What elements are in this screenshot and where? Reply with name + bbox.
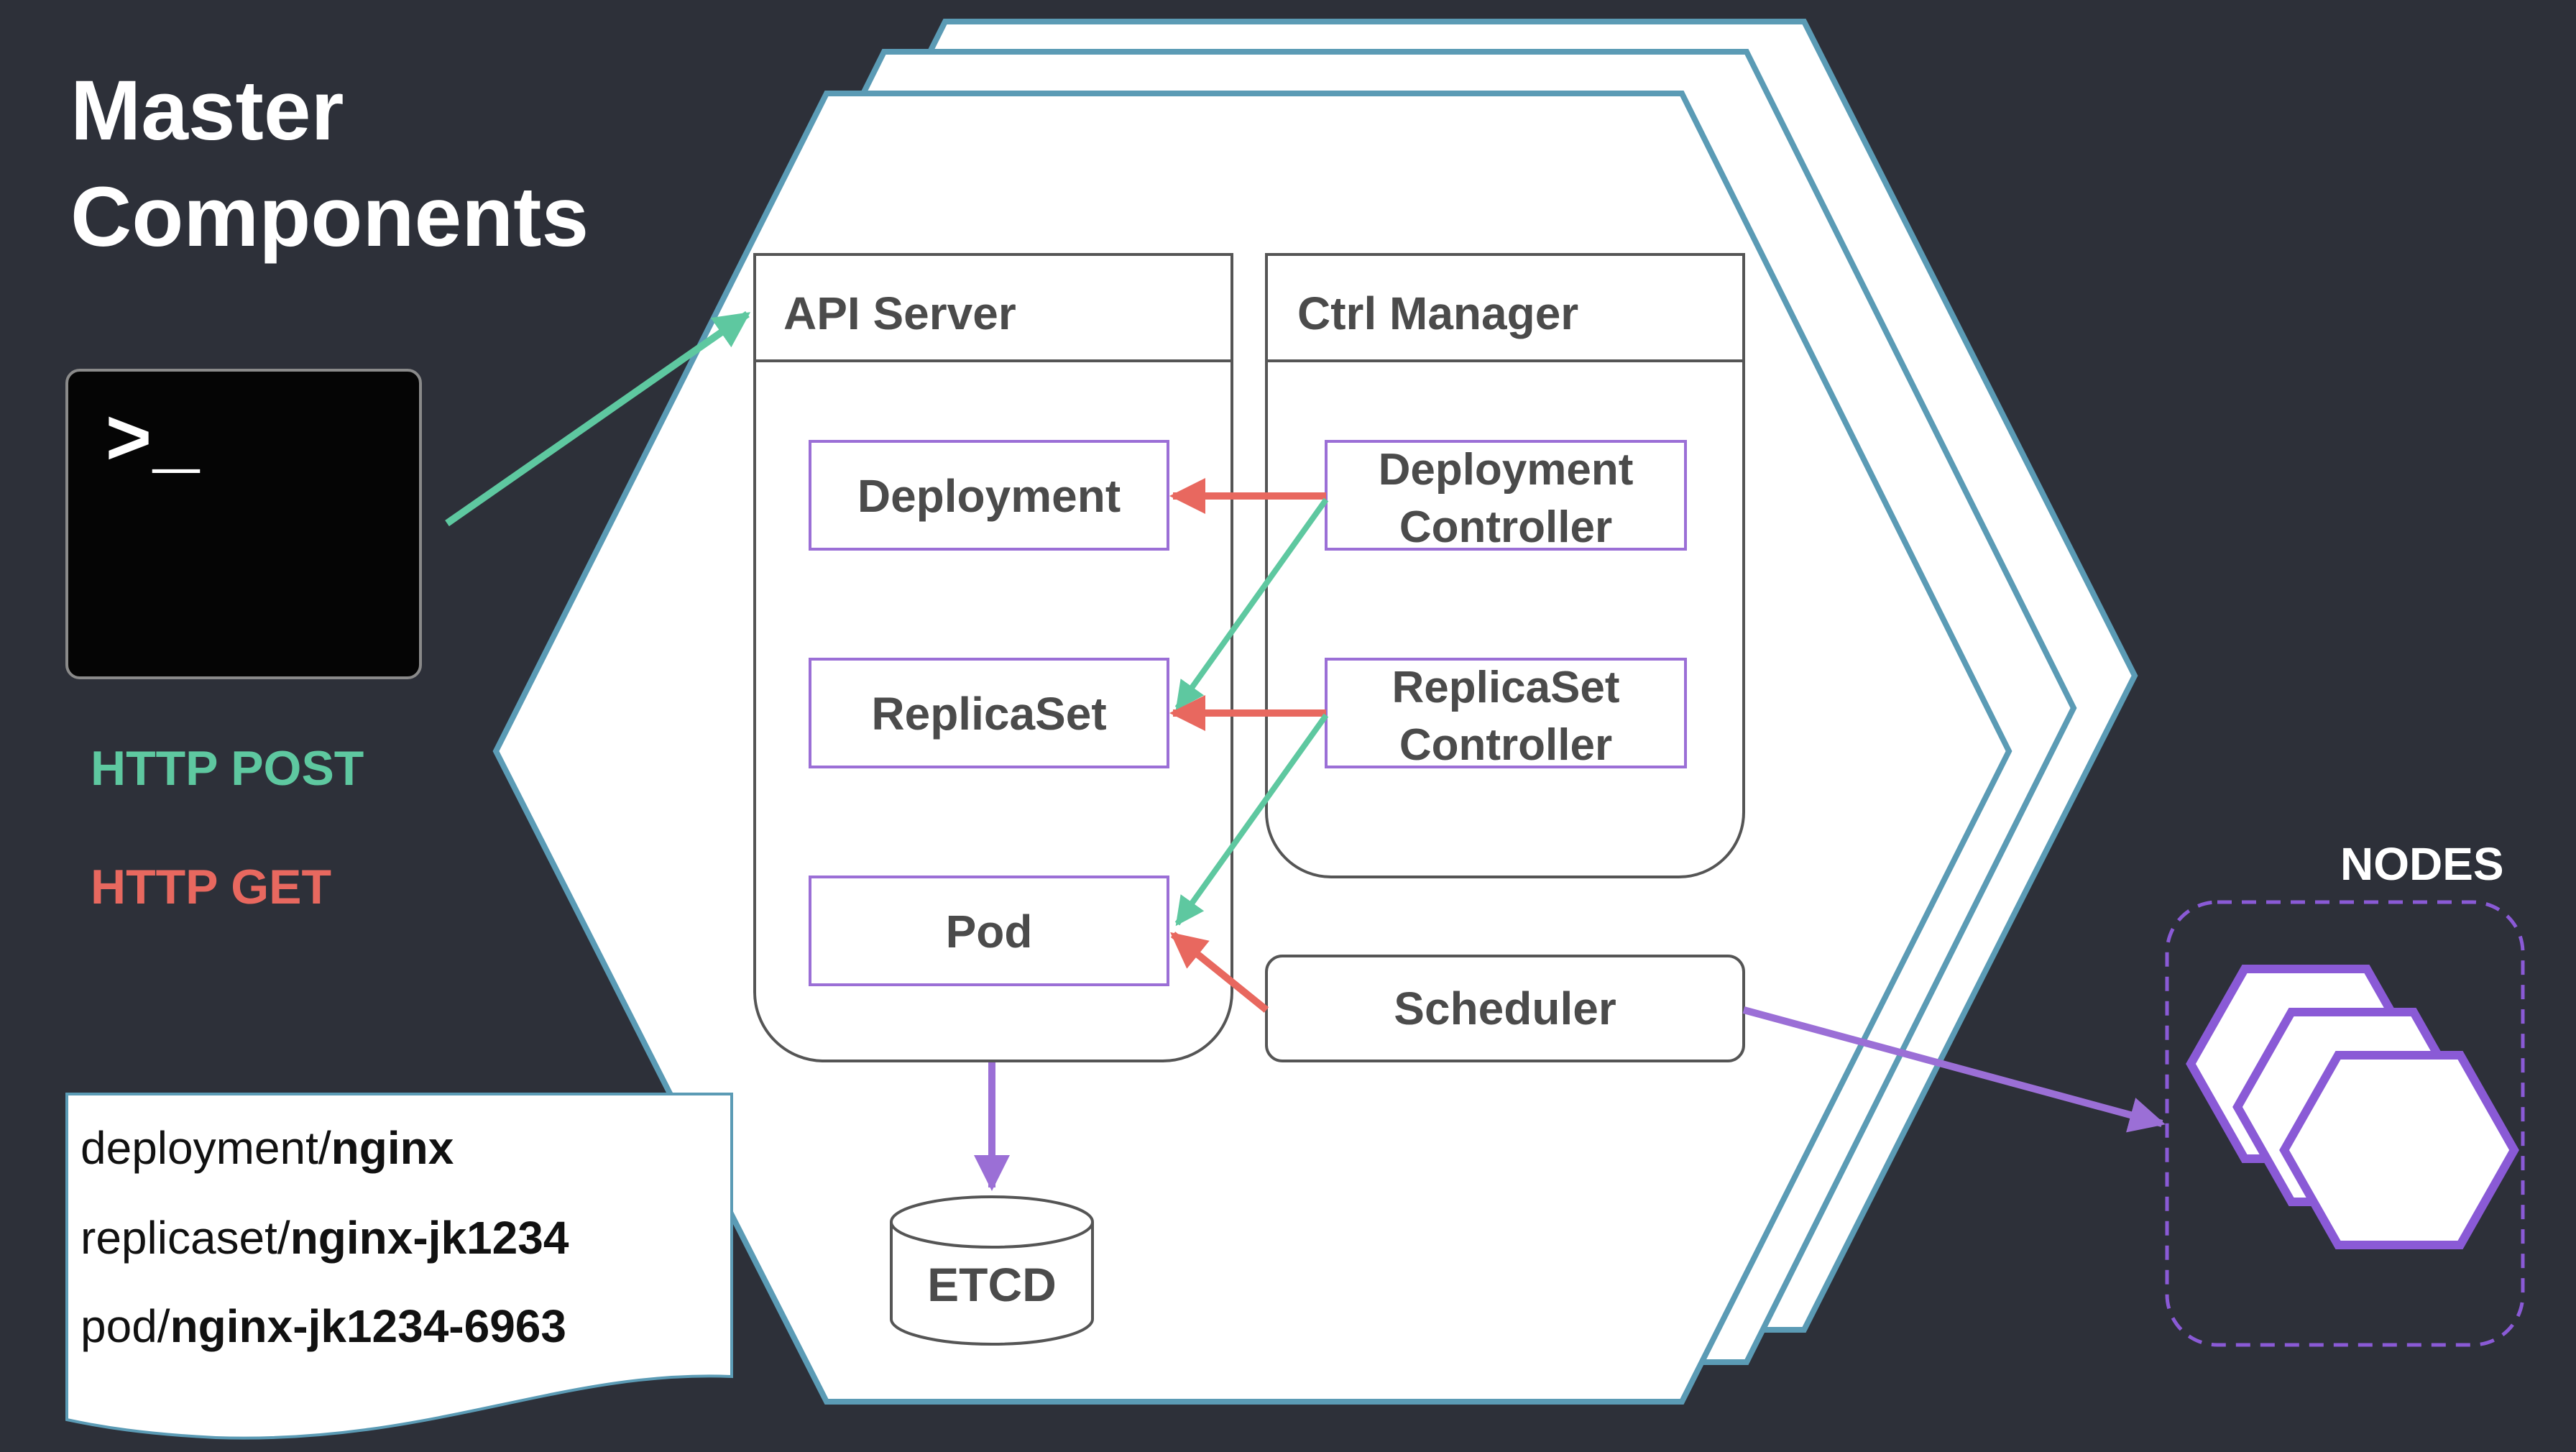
resource-name: nginx-jk1234 (290, 1212, 569, 1264)
deployment-controller-box (1325, 440, 1687, 551)
scheduler-label: Scheduler (1394, 983, 1616, 1034)
ctrl-manager-title: Ctrl Manager (1297, 288, 1578, 339)
nodes-container (2165, 900, 2525, 1347)
resource-box-replicaset (809, 658, 1169, 768)
legend-http-get: HTTP GET (91, 860, 331, 914)
resource-label-pod: Pod (946, 906, 1033, 957)
get-arrow-scheduler-to-pod (1170, 932, 1269, 1013)
replicaset-controller-label-line1: ReplicaSet (1392, 663, 1619, 712)
post-arrow-replicaset (1174, 497, 1329, 711)
nodes-label: NODES (2340, 838, 2504, 890)
terminal-window (65, 369, 422, 679)
resource-name: nginx-jk1234-6963 (170, 1300, 566, 1352)
resource-box-pod (809, 876, 1169, 986)
resource-label-replicaset: ReplicaSet (871, 688, 1106, 740)
page-title: Master Components (70, 58, 589, 270)
legend-http-post: HTTP POST (91, 741, 364, 796)
resource-list-item: replicaset/nginx-jk1234 (80, 1211, 569, 1264)
node-icons (2186, 965, 2519, 1249)
post-arrow-terminal-to-api (445, 311, 751, 527)
replicaset-controller-label-line2: Controller (1399, 720, 1612, 770)
deployment-controller-label-line2: Controller (1399, 502, 1612, 552)
resource-list-paper (65, 1093, 733, 1440)
arrow-scheduler-to-nodes (1742, 1006, 2166, 1133)
resource-list-item: deployment/nginx (80, 1121, 454, 1175)
resource-prefix: pod/ (80, 1300, 170, 1352)
etcd-icon (890, 1195, 1094, 1346)
resource-prefix: replicaset/ (80, 1212, 290, 1264)
api-server-title: API Server (783, 288, 1016, 339)
etcd-label: ETCD (927, 1258, 1057, 1311)
replicaset-controller-box (1325, 658, 1687, 768)
resource-name: nginx (331, 1122, 454, 1174)
resource-box-deployment (809, 440, 1169, 551)
deployment-controller-label-line1: Deployment (1379, 445, 1634, 495)
terminal-prompt-icon: >_ (105, 399, 201, 489)
post-arrow-pod (1174, 713, 1329, 927)
ctrl-manager-panel (1265, 253, 1745, 878)
title-line-1: Master (70, 63, 344, 158)
resource-prefix: deployment/ (80, 1122, 331, 1174)
resource-list-item: pod/nginx-jk1234-6963 (80, 1300, 566, 1353)
title-line-2: Components (70, 170, 589, 265)
resource-label-deployment: Deployment (857, 470, 1121, 522)
